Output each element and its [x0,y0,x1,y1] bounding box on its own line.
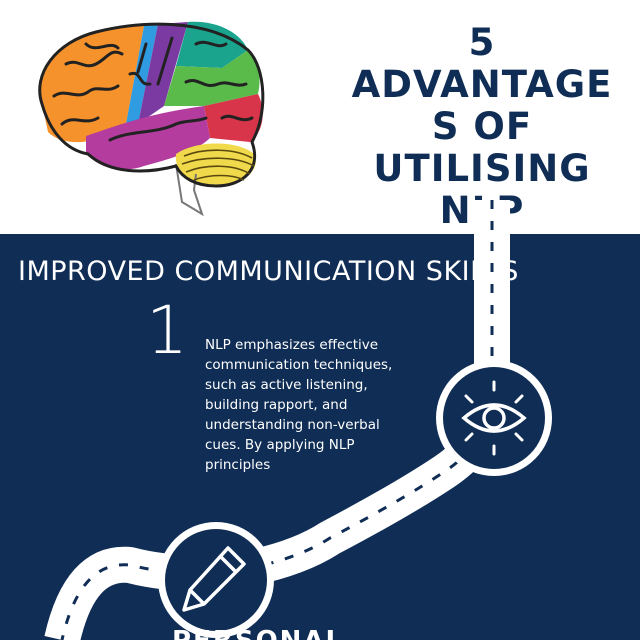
section-number: 1 [146,292,188,369]
brain-illustration [38,21,265,217]
title-line: UTILISING [373,147,591,190]
page-title: 5 ADVANTAGE S OF UTILISING NLP [350,22,614,232]
title-line: S OF [431,105,533,148]
title-line: 5 [468,21,496,64]
section-body: NLP emphasizes effective communication t… [205,337,393,473]
next-section-heading: PERSONAL [172,626,344,640]
section-heading: IMPROVED COMMUNICATION SKILLS [18,256,519,287]
title-line: ADVANTAGE [351,63,613,106]
eye-icon [436,360,552,476]
pencil-icon [158,522,274,638]
